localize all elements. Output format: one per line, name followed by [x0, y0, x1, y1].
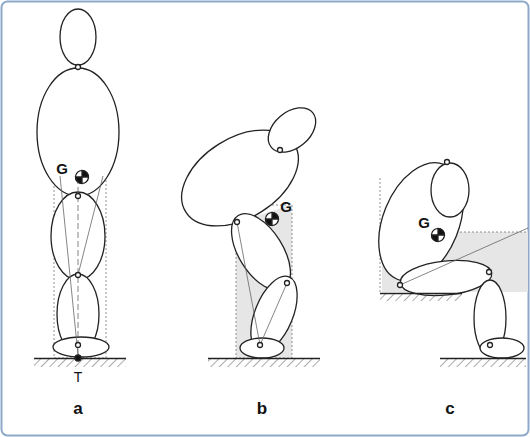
point-label: T [74, 370, 83, 384]
cog-label: G [56, 161, 68, 176]
figure-a [34, 9, 126, 367]
cog-label: G [418, 215, 430, 230]
panel-letter: c [445, 400, 454, 417]
panel-letter: b [257, 400, 267, 417]
figure-b [165, 99, 325, 367]
figure-c [363, 150, 528, 367]
cog-label: G [280, 199, 292, 214]
panel-letter: a [73, 400, 82, 417]
